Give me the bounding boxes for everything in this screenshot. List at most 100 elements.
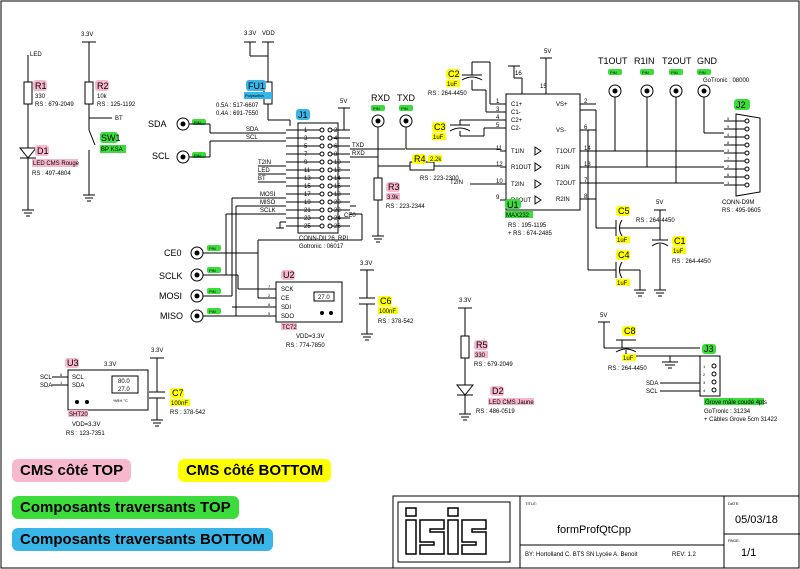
- u1-pin-number: 5: [496, 123, 500, 129]
- u1-pin-number: 11: [496, 146, 503, 152]
- j1-pin-dot: [327, 127, 333, 133]
- terminal-rxd-label: RXD: [371, 93, 391, 103]
- v5-label-j1: 5V: [340, 99, 347, 105]
- u3-display-line1: 80.0: [118, 379, 130, 385]
- u1-pin-number: 8: [584, 194, 588, 200]
- j3-pin-number: 2: [703, 372, 706, 377]
- j1-pin-number: 9: [304, 160, 308, 166]
- c4-value-badge: [616, 279, 630, 286]
- fu1-rs-a: 0.5A : 517-6607: [216, 103, 259, 109]
- fu1-ref: FU1: [248, 81, 265, 91]
- u2-vdd: VDD=3.3V: [296, 334, 325, 340]
- net-txd-j1: TXD: [352, 143, 365, 149]
- terminal-rxd-pin: PIN: [373, 106, 380, 111]
- v33-label-fu1: 3.3V: [244, 31, 256, 37]
- c8-rs: RS : 264-4450: [608, 366, 647, 372]
- net-sda-u3: SDA: [40, 383, 52, 389]
- v33-label-c6: 3.3V: [360, 261, 372, 267]
- j1-value: CONN-DIL26_RPI: [299, 236, 348, 242]
- u3-value-badge: [68, 410, 88, 417]
- author: BY: Hortolland C. BTS SN Lycée A. Benoit: [525, 552, 638, 558]
- net-sclk-j1: SCLK: [260, 208, 276, 214]
- j1-pin-number: 17: [304, 192, 311, 198]
- j3-pin-dot: [711, 379, 717, 385]
- j1-pin-dot: [319, 215, 325, 221]
- c4-value: 1uF: [617, 281, 628, 287]
- v5-label-c8: 5V: [600, 313, 607, 319]
- j2-pin-number: 1: [727, 180, 730, 185]
- r3-value: 3.9k: [387, 195, 399, 201]
- u1-pin-name: T2OUT: [556, 181, 576, 187]
- spi-section: CE0 SCLK MOSI MISO PIN PIN PIN PIN U2 SC…: [159, 197, 363, 349]
- c2-ref: C2: [448, 69, 460, 79]
- j1-pin-number: 6: [334, 144, 338, 150]
- terminal-t1out-pin: PIN: [610, 70, 617, 75]
- u2-pin-name: CE: [281, 296, 289, 302]
- r5-ref-badge: [474, 340, 488, 350]
- sw1-value: BP KSA: [101, 147, 123, 153]
- j2-pin-number: 8: [727, 140, 730, 145]
- terminal-ce0-label: CE0: [164, 248, 182, 258]
- u3-display-line2: 27.0: [118, 387, 130, 393]
- u1-pin-name: R2OUT: [511, 198, 532, 204]
- j2-pin-dot: [744, 150, 750, 156]
- v33-label-r2: 3.3V: [81, 32, 93, 38]
- r3-rs: RS : 223-2344: [386, 204, 425, 210]
- title-value: formProfQtCpp: [557, 524, 631, 536]
- c4-ref: C4: [618, 250, 630, 260]
- u1-pin-number: 4: [496, 115, 500, 121]
- c6-value: 100nF: [379, 309, 396, 315]
- max232-u1: C1+1C1-3C2+4C2-5T1IN11R1OUT12T2IN10R2OUT…: [428, 49, 596, 237]
- r1-ref-badge: [33, 80, 47, 91]
- grove-j3: 5V C8 1uF RS : 264-4450 J3 1234 SDA SCL …: [598, 313, 778, 423]
- u1-pin-number: 10: [496, 179, 503, 185]
- u1-pin-name: C1-: [511, 110, 521, 116]
- c6-ref: C6: [380, 296, 392, 306]
- sw1-ref: SW1: [101, 133, 121, 143]
- c1-ref: C1: [674, 236, 686, 246]
- d1-value-badge: [32, 159, 78, 167]
- j1-pin-dot: [319, 175, 325, 181]
- j3-pin-list: 1234: [703, 363, 717, 393]
- r2-value: 10k: [97, 94, 108, 100]
- j3-pin-number: 4: [703, 388, 706, 393]
- legend-cms-top: CMS côté TOP: [12, 459, 132, 482]
- u1-pin-name: C2+: [511, 118, 523, 124]
- u3-ref-badge: [65, 358, 79, 368]
- j1-pin-dot: [319, 151, 325, 157]
- u1-ref-badge: [505, 199, 521, 209]
- terminal-gnd-label: GND: [697, 56, 718, 66]
- j2-pin-dot: [744, 134, 750, 140]
- u1-pin-name: T1OUT: [556, 149, 576, 155]
- j1-pin-number: 11: [304, 168, 311, 174]
- u3-ref: U3: [67, 358, 79, 368]
- j1-pin-dot: [327, 135, 333, 141]
- j1-pin-number: 5: [304, 144, 308, 150]
- j1-pin-number: 24: [334, 216, 341, 222]
- j1-pin-dot: [327, 143, 333, 149]
- charge-pump-caps: C5 1uF RS : 264-4450 C4 1uF 5V C1 1uF RS…: [580, 109, 711, 297]
- page-label: PAGE:: [728, 538, 740, 543]
- terminal-sclk-pin: PIN: [209, 268, 216, 273]
- net-scl-j3: SCL: [646, 389, 658, 395]
- u1-pin15: 15: [540, 84, 547, 90]
- net-rxd-j1: RXD: [352, 151, 365, 157]
- j2-rs: RS : 495-9605: [722, 208, 761, 214]
- u3-pin-name: SDA: [72, 383, 84, 389]
- j3-pin-dot: [711, 363, 717, 369]
- u2-pin-number: 2: [268, 293, 271, 298]
- u2-pin-number: 6: [268, 302, 271, 307]
- j2-pin-number: 2: [727, 164, 730, 169]
- title-block: TITLE: formProfQtCpp DATE: 05/03/18 PAGE…: [392, 495, 800, 569]
- page-value: 1/1: [741, 547, 756, 559]
- c6-circuit: 3.3V C6 100nF RS : 378-542: [359, 261, 414, 341]
- u2-rs: RS : 774-7850: [286, 343, 325, 349]
- r3-value-badge: [386, 193, 400, 200]
- j2-ref-badge: [734, 99, 750, 110]
- d2-ref: D2: [492, 386, 504, 396]
- u3-vdd: VDD=3.3V: [72, 422, 101, 428]
- r4-value: 2.2k: [430, 157, 442, 163]
- legend-trav-bottom: Composants traversants BOTTOM: [12, 528, 273, 551]
